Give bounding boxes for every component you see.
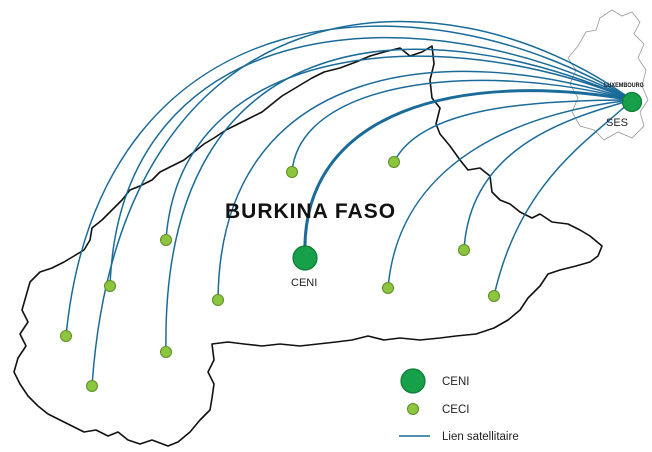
ceci-marker (458, 244, 470, 256)
ses-label: SES (606, 117, 628, 129)
satellite-link-line (291, 79, 633, 173)
luxembourg-label: LUXEMBOURG (604, 82, 644, 89)
ceci-marker (160, 346, 172, 358)
ceci-marker (382, 282, 394, 294)
ceci-marker (86, 380, 98, 392)
satellite-link-line (217, 70, 633, 301)
ceni-map-label: CENI (291, 277, 317, 289)
legend-ceci-icon (407, 403, 419, 415)
legend-ceni-label: CENI (442, 376, 469, 388)
satellite-link-ceni (303, 89, 633, 257)
ceci-marker (104, 280, 116, 292)
ceni-marker (292, 245, 318, 271)
ceci-markers (60, 156, 500, 392)
ceci-marker (388, 156, 400, 168)
legend-ceni-icon (400, 368, 426, 394)
satellite-link-line (91, 20, 633, 387)
ceci-marker (286, 166, 298, 178)
satellite-link-line (387, 99, 633, 289)
legend-link-label: Lien satellitaire (442, 431, 519, 443)
satellite-link-line (165, 48, 633, 353)
satellite-link-line (493, 99, 633, 297)
ses-hub-marker (621, 91, 643, 113)
satellite-links (65, 20, 633, 387)
satellite-link-line (165, 55, 633, 241)
country-label: BURKINA FASO (225, 200, 396, 223)
satellite-link-line (393, 99, 633, 163)
ceci-marker (212, 294, 224, 306)
legend: CENI CECI Lien satellitaire (399, 368, 519, 443)
burkina-faso-border (13, 45, 603, 447)
ceci-marker (60, 330, 72, 342)
satellite-link-line (65, 25, 633, 337)
satellite-link-line (109, 36, 633, 287)
legend-ceci-label: CECI (442, 404, 469, 416)
ceci-marker (160, 234, 172, 246)
satellite-link-line (463, 99, 633, 251)
ceci-marker (488, 290, 500, 302)
